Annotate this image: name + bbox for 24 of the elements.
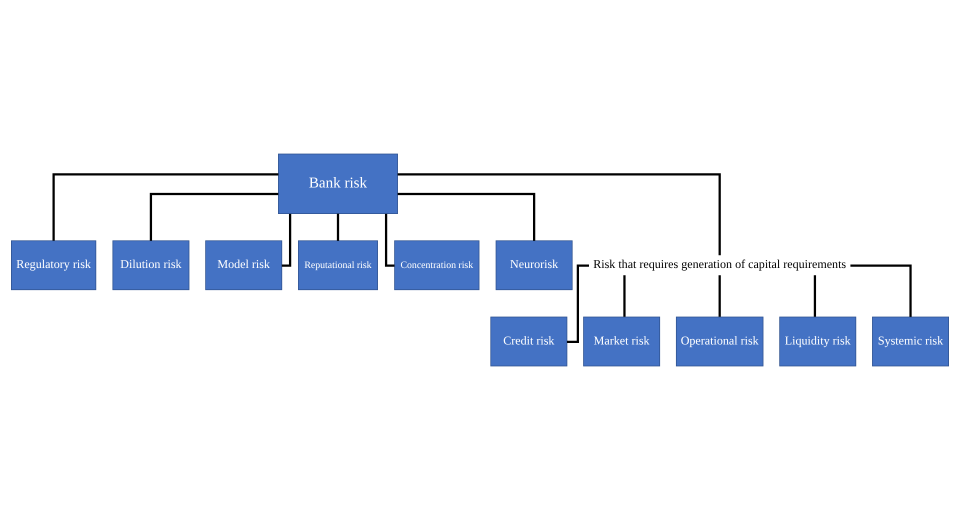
node-text: Risk that requires generation of capital requirements: [593, 256, 846, 271]
node-box: Systemic risk: [872, 316, 949, 366]
node-box: Market risk: [583, 316, 660, 366]
connector: [718, 274, 721, 316]
node-box: Neurorisk: [496, 240, 573, 290]
node-box: Liquidity risk: [779, 316, 856, 366]
node-box: Credit risk: [490, 316, 568, 366]
node-box: Regulatory risk: [11, 240, 96, 290]
connector: [623, 274, 626, 316]
connector: [398, 172, 721, 255]
node-box: Concentration risk: [394, 240, 480, 290]
connector: [398, 192, 536, 240]
connector: [384, 213, 394, 266]
node-box: Dilution risk: [112, 240, 190, 290]
connector: [814, 274, 816, 316]
connector: [336, 213, 340, 240]
connector: [850, 264, 912, 316]
connector: [150, 192, 278, 240]
node-box: Model risk: [205, 240, 282, 290]
connector: [52, 172, 278, 240]
node-box: Reputational risk: [298, 240, 378, 290]
connector: [282, 213, 292, 266]
node-box: Operational risk: [676, 316, 764, 366]
node-box: Bank risk: [278, 153, 398, 214]
